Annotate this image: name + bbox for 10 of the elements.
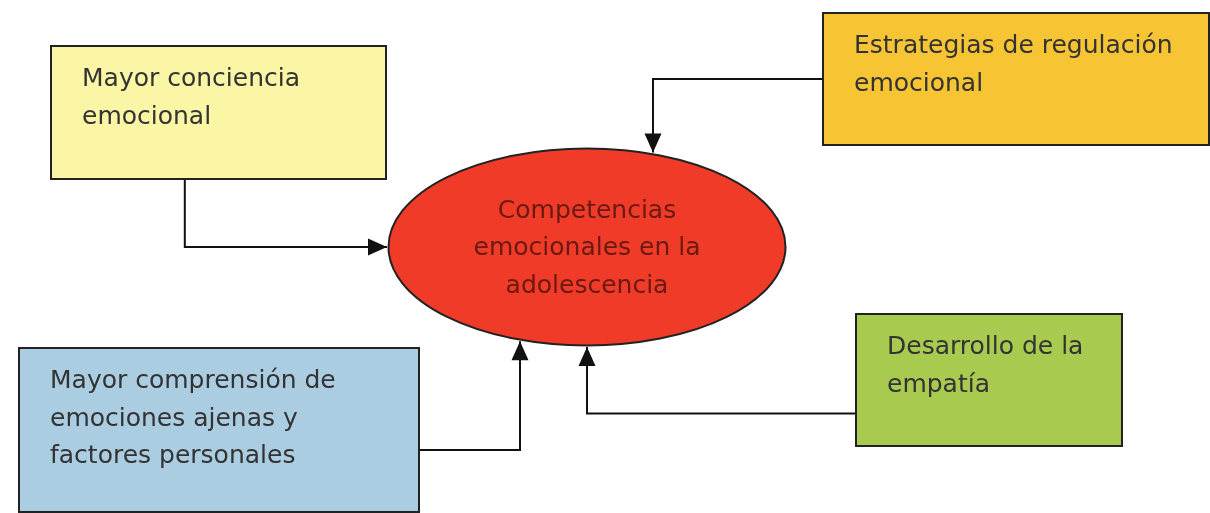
text-box: Mayor conciencia emocional — [50, 45, 387, 180]
ellipse-node — [387, 147, 787, 347]
text-box: Desarrollo de la empatía — [855, 313, 1123, 447]
text-box: Mayor comprensión de emociones ajenas y factores personales — [18, 347, 420, 513]
arrow — [578, 346, 856, 415]
arrow — [183, 179, 388, 256]
arrow — [419, 340, 529, 451]
node-text: Competencias emocionales en la adolescencia — [472, 193, 702, 301]
arrow — [644, 78, 823, 154]
text-box: Estrategias de regulación emocional — [822, 12, 1210, 146]
